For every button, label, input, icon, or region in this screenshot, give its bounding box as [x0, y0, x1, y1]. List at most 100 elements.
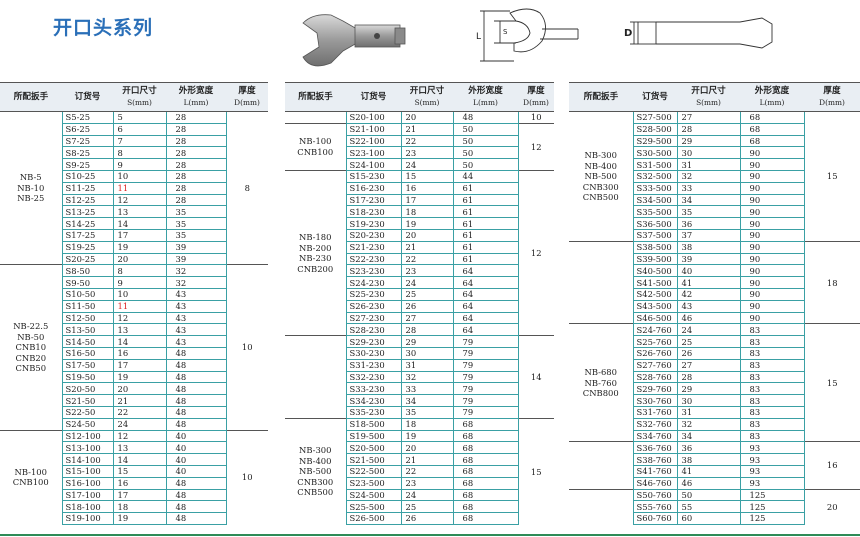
outer-width: 90 [739, 311, 805, 325]
outer-width: 48 [165, 358, 227, 372]
open-size: 32 [676, 417, 741, 431]
order-code: S17-25 [61, 228, 114, 242]
outer-width: 28 [165, 193, 227, 207]
outer-width: 93 [739, 464, 805, 478]
header-wrench: 所配扳手 [0, 82, 62, 112]
outer-width: 43 [165, 287, 227, 301]
bottom-rule [0, 534, 860, 536]
header-code: 订货号 [62, 82, 113, 112]
order-code: S14-25 [61, 217, 114, 230]
outer-width: 90 [739, 252, 805, 266]
open-size: 24 [676, 323, 741, 337]
outer-width: 64 [452, 264, 519, 278]
outer-width: 28 [165, 169, 227, 183]
order-code: S33-500 [632, 181, 678, 195]
open-size: 35 [676, 205, 741, 219]
header-open-unit: S(mm) [414, 97, 440, 107]
outer-width: 79 [452, 358, 519, 372]
header-open-unit: S(mm) [127, 97, 152, 107]
order-code: S15-100 [61, 464, 114, 478]
order-code: S19-230 [345, 217, 402, 230]
order-code: S19-50 [61, 370, 114, 384]
open-size: 31 [676, 158, 741, 171]
order-code: S21-500 [345, 453, 402, 466]
order-code: S17-100 [61, 488, 114, 502]
open-size: 22 [112, 405, 167, 419]
open-size: 31 [400, 358, 454, 372]
dim-s-label: S [503, 28, 508, 36]
open-size: 29 [400, 335, 454, 348]
order-code: S13-50 [61, 323, 114, 337]
outer-width: 83 [739, 429, 805, 443]
order-code: S20-100 [345, 111, 402, 124]
outer-width: 61 [452, 181, 519, 195]
outer-width: 61 [452, 228, 519, 242]
open-size: 16 [112, 476, 167, 490]
outer-width: 90 [739, 264, 805, 278]
outer-width: 28 [165, 134, 227, 148]
order-code: S55-760 [632, 500, 678, 514]
outer-width: 68 [452, 464, 519, 478]
order-code: S24-760 [632, 323, 678, 337]
open-size: 35 [400, 405, 454, 419]
open-size: 31 [676, 405, 741, 419]
outer-width: 90 [739, 181, 805, 195]
open-size: 17 [112, 228, 167, 242]
open-size: 23 [400, 264, 454, 278]
order-code: S26-500 [345, 512, 402, 525]
open-size: 19 [400, 429, 454, 443]
order-code: S9-25 [61, 158, 114, 171]
outer-width: 90 [739, 169, 805, 183]
wrench-cell [285, 111, 347, 124]
order-code: S32-500 [632, 169, 678, 183]
open-size: 17 [112, 488, 167, 502]
open-size: 29 [676, 382, 741, 396]
open-size: 40 [676, 264, 741, 278]
open-size: 34 [676, 429, 741, 443]
order-code: S31-500 [632, 158, 678, 171]
open-size: 22 [400, 134, 454, 148]
order-code: S34-760 [632, 429, 678, 443]
order-code: S23-500 [345, 476, 402, 490]
outer-width: 48 [452, 111, 519, 124]
header-thick-unit: D(mm) [819, 97, 845, 107]
order-code: S29-760 [632, 382, 678, 396]
order-code: S24-230 [345, 276, 402, 289]
order-code: S40-500 [632, 264, 678, 278]
open-size: 9 [112, 158, 167, 171]
order-code: S34-500 [632, 193, 678, 207]
open-size: 46 [676, 311, 741, 325]
header-code: 订货号 [346, 82, 401, 112]
open-size: 36 [676, 217, 741, 230]
open-size: 20 [400, 111, 454, 124]
outer-width: 79 [452, 405, 519, 419]
order-code: S30-500 [632, 146, 678, 160]
outer-width: 90 [739, 228, 805, 242]
order-code: S46-500 [632, 311, 678, 325]
open-size: 30 [676, 146, 741, 160]
open-size: 7 [112, 134, 167, 148]
outer-width: 68 [452, 512, 519, 525]
order-code: S31-230 [345, 358, 402, 372]
header-open-unit: S(mm) [696, 97, 721, 107]
